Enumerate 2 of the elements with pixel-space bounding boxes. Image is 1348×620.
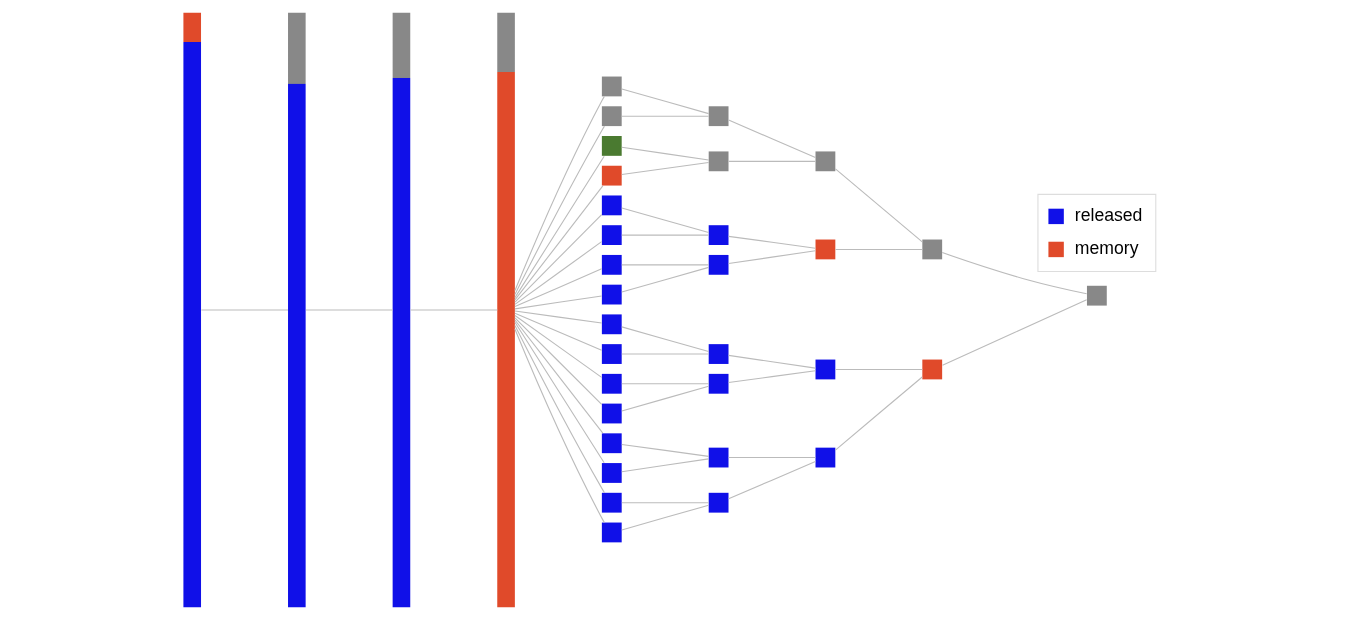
legend-label: memory bbox=[1074, 237, 1139, 258]
legend-label: released bbox=[1074, 204, 1143, 225]
